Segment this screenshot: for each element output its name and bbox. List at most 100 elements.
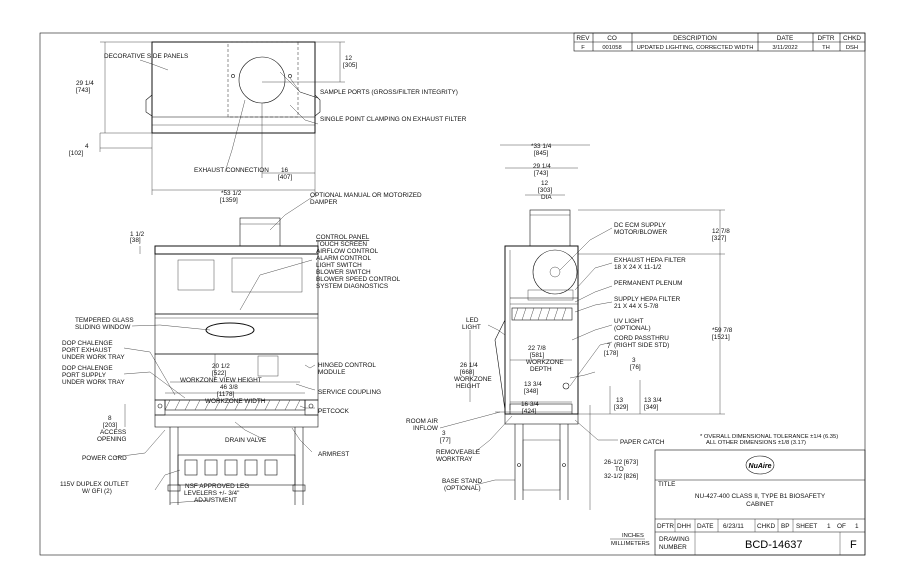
workzone-height-mm: [668] [460, 369, 474, 376]
sheet-value: 1 [827, 523, 831, 530]
sheet-border [39, 32, 866, 556]
dia-dim: 12 [541, 180, 549, 187]
drawing-number: BCD-14637 [745, 539, 802, 551]
exhaust-hepa-label-1: EXHAUST HEPA FILTER [614, 257, 686, 264]
top-view [99, 41, 345, 195]
co-value: 001058 [602, 45, 621, 51]
dim-16-3-4: 16 3/4 [521, 401, 539, 408]
sheet-label: SHEET [796, 523, 817, 530]
supply-hepa-label-1: SUPPLY HEPA FILTER [614, 296, 681, 303]
base-stand-label-1: BASE STAND [442, 478, 482, 485]
dop-exhaust-label-1: DOP CHALENGE [62, 340, 113, 347]
dim-13-3-4b: 13 3/4 [644, 397, 662, 404]
left-dim-label: 4 [85, 143, 89, 150]
duplex-outlet-label-2: W/ GFI (2) [82, 488, 112, 495]
nsf-legs-label-1: NSF APPROVED LEG [185, 483, 249, 490]
nuaire-logo [745, 455, 775, 475]
date-header: DATE [777, 35, 794, 42]
dftr-header: DFTR [817, 35, 834, 42]
paper-catch-label: PAPER CATCH [620, 439, 665, 446]
workzone-depth-mm: [581] [530, 352, 544, 359]
cord-passthru-label-2: (RIGHT SIDE STD) [614, 342, 669, 349]
view-height-label: WORKZONE VIEW HEIGHT [180, 377, 262, 384]
permanent-plenum-label: PERMANENT PLENUM [614, 280, 682, 287]
access-dim: 8 [108, 415, 112, 422]
units-millimeters: MILLIMETERS [611, 541, 650, 547]
control-panel-item-4: LIGHT SWITCH [316, 262, 362, 269]
inner-width-dim: 29 1/4 [533, 163, 551, 170]
led-light-label-2: LIGHT [462, 324, 481, 331]
damper-label-2: DAMPER [310, 199, 338, 206]
workzone-height-label-2: HEIGHT [456, 383, 480, 390]
stand-dim-2: TO [615, 466, 624, 473]
nsf-legs-label-3: ADJUSTMENT [194, 497, 237, 504]
control-panel-title: CONTROL PANEL [316, 234, 370, 241]
workzone-width-dim: 46 3/8 [220, 384, 238, 391]
workzone-depth-dim: 22 7/8 [528, 345, 546, 352]
dop-exhaust-label-3: UNDER WORK TRAY [62, 354, 125, 361]
chkd-label: CHKD [757, 523, 775, 530]
stand-dim-3: 32-1/2 [826] [604, 473, 638, 480]
revision-block: REV CO DESCRIPTION DATE DFTR CHKD F 0010… [573, 32, 866, 52]
date-label: DATE [697, 523, 714, 530]
dim-13: 13 [616, 397, 624, 404]
overall-width-mm: [845] [534, 150, 548, 157]
tolerance-note-1: * OVERALL DIMENSIONAL TOLERANCE ±1/4 (6.… [700, 434, 838, 440]
power-cord-label: POWER CORD [82, 455, 127, 462]
description-value: UPDATED LIGHTING, CORRECTED WIDTH [637, 45, 754, 51]
stand-dim-1: 26-1/2 [673] [604, 459, 638, 466]
top-right-mm: [327] [712, 235, 726, 242]
led-light-label-1: LED [466, 317, 479, 324]
uv-light-label-2: (OPTIONAL) [614, 325, 651, 332]
of-value: 1 [855, 523, 859, 530]
title-line-1: NU-427-400 CLASS II, TYPE B1 BIOSAFETY [695, 493, 826, 500]
dop-supply-label-1: DOP CHALENGE [62, 365, 113, 372]
dim-13-3-4b-mm: [349] [644, 404, 658, 411]
dim-13-3-4a: 13 3/4 [524, 381, 542, 388]
depth-dim-mm: [743] [76, 87, 90, 94]
drawing-number-label-2: NUMBER [659, 544, 687, 551]
access-dim-mm: [203] [103, 422, 117, 429]
dop-exhaust-label-2: PORT EXHAUST [62, 347, 112, 354]
units-inches: INCHES [622, 533, 644, 539]
base-stand-label-2: (OPTIONAL) [444, 485, 481, 492]
room-air-label-1: ROOM AIR [406, 418, 438, 425]
chkd-value: BP [781, 523, 790, 530]
dim-7: 7 [607, 343, 611, 350]
workzone-depth-label-1: WORKZONE [526, 359, 564, 366]
dc-ecm-label-2: MOTOR/BLOWER [614, 229, 668, 236]
offset-dim-mm: [305] [343, 62, 357, 69]
side-view [439, 144, 725, 510]
overall-width-dim: *33 1/4 [531, 143, 552, 150]
title-rev: F [850, 539, 857, 551]
dop-supply-label-2: PORT SUPPLY [62, 372, 107, 379]
dop-supply-label-3: UNDER WORK TRAY [62, 379, 125, 386]
rev-header: REV [576, 35, 590, 42]
depth-dim-label: 29 1/4 [76, 80, 94, 87]
offset-dim-label: 12 [345, 55, 353, 62]
hinged-control-label-2: MODULE [318, 369, 345, 376]
tolerance-note-2: ALL OTHER DIMENSIONS ±1/8 (3.17) [706, 440, 806, 446]
service-coupling-label: SERVICE COUPLING [318, 389, 381, 396]
top-dim-mm: [38] [130, 237, 141, 244]
sample-ports-label: SAMPLE PORTS (GROSS/FILTER INTEGRITY) [320, 89, 458, 96]
exhaust-hepa-label-2: 18 X 24 X 11-1/2 [614, 264, 662, 271]
dim-3: 3 [632, 357, 636, 364]
tempered-glass-label-2: SLIDING WINDOW [75, 324, 131, 331]
title-label: TITLE [658, 481, 675, 488]
chkd-header: CHKD [843, 35, 861, 42]
room-air-label-2: INFLOW [413, 425, 439, 432]
dia-label: DIA [541, 194, 552, 201]
removeable-worktray-label-1: REMOVEABLE [436, 449, 480, 456]
decorative-side-panels-label: DECORATIVE SIDE PANELS [104, 53, 188, 60]
nsf-legs-label-2: LEVELERS +/- 3/4" [184, 490, 239, 497]
dim-3b-mm: [77] [440, 437, 451, 444]
control-panel-item-5: BLOWER SWITCH [316, 269, 371, 276]
dim-3b: 3 [442, 430, 446, 437]
damper-label-1: OPTIONAL MANUAL OR MOTORIZED [310, 192, 422, 199]
workzone-width-mm: [1178] [217, 391, 235, 398]
control-panel-item-6: BLOWER SPEED CONTROL [316, 276, 401, 283]
exhaust-connection-label: EXHAUST CONNECTION [194, 167, 269, 174]
view-height-mm: [522] [212, 370, 226, 377]
supply-hepa-label-2: 21 X 44 X 5-7/8 [614, 303, 659, 310]
